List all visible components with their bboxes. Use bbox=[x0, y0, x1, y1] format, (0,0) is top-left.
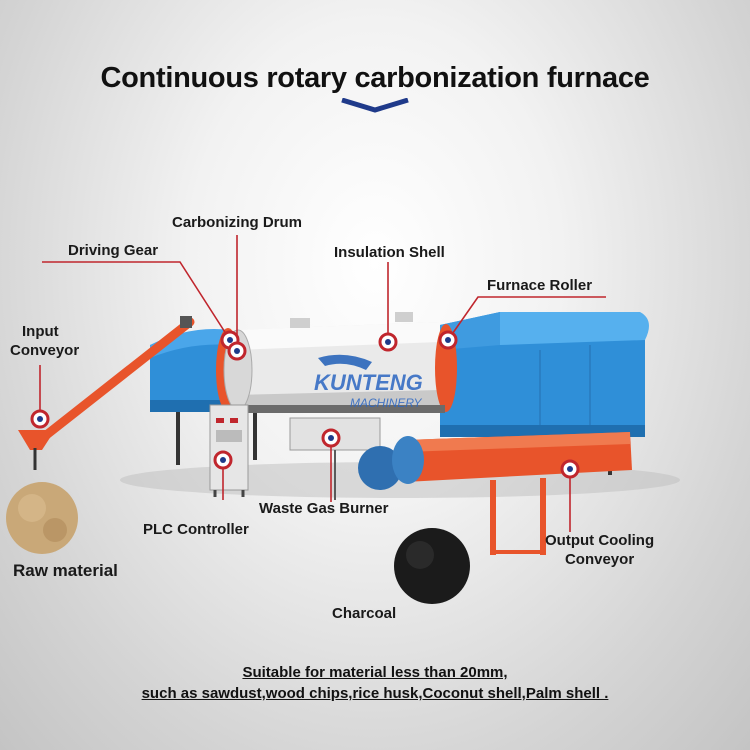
marker-input-conveyor bbox=[30, 409, 50, 429]
marker-carbonizing-drum bbox=[227, 341, 247, 361]
label-furnace-roller: Furnace Roller bbox=[487, 277, 593, 294]
page-title: Continuous rotary carbonization furnace bbox=[100, 62, 650, 94]
label-waste-gas-burner: Waste Gas Burner bbox=[259, 500, 389, 517]
kunteng-logo: KUNTENG MACHINERY bbox=[314, 354, 423, 410]
base-beam bbox=[240, 405, 445, 413]
label-input-conveyor: Input Conveyor bbox=[10, 323, 80, 359]
footer-line-2: such as sawdust,wood chips,rice husk,Coc… bbox=[141, 685, 609, 702]
label-carbonizing-drum: Carbonizing Drum bbox=[172, 214, 302, 231]
label-raw-material: Raw material bbox=[13, 561, 118, 580]
footer-line-1: Suitable for material less than 20mm, bbox=[242, 664, 508, 681]
label-driving-gear: Driving Gear bbox=[68, 242, 159, 259]
logo-sub-text: MACHINERY bbox=[350, 396, 423, 410]
marker-plc-controller bbox=[213, 450, 233, 470]
marker-insulation-shell bbox=[378, 332, 398, 352]
label-output-cooling-conveyor: Output Cooling Conveyor bbox=[545, 532, 655, 568]
raw-material-pile bbox=[6, 482, 78, 554]
label-charcoal: Charcoal bbox=[332, 605, 397, 622]
marker-output-cooling bbox=[560, 459, 580, 479]
label-plc-controller: PLC Controller bbox=[143, 521, 249, 538]
title-chevron-icon bbox=[341, 98, 409, 113]
plc-controller-cabinet bbox=[209, 404, 249, 497]
charcoal-pile bbox=[394, 528, 470, 604]
marker-furnace-roller bbox=[438, 330, 458, 350]
logo-brand-text: KUNTENG bbox=[314, 370, 423, 395]
leader-lines bbox=[39, 235, 606, 532]
input-screw-conveyor bbox=[18, 316, 195, 470]
marker-waste-gas-burner bbox=[321, 428, 341, 448]
right-insulation-shell bbox=[440, 312, 649, 437]
callout-markers bbox=[30, 330, 580, 479]
label-insulation-shell: Insulation Shell bbox=[334, 244, 445, 261]
